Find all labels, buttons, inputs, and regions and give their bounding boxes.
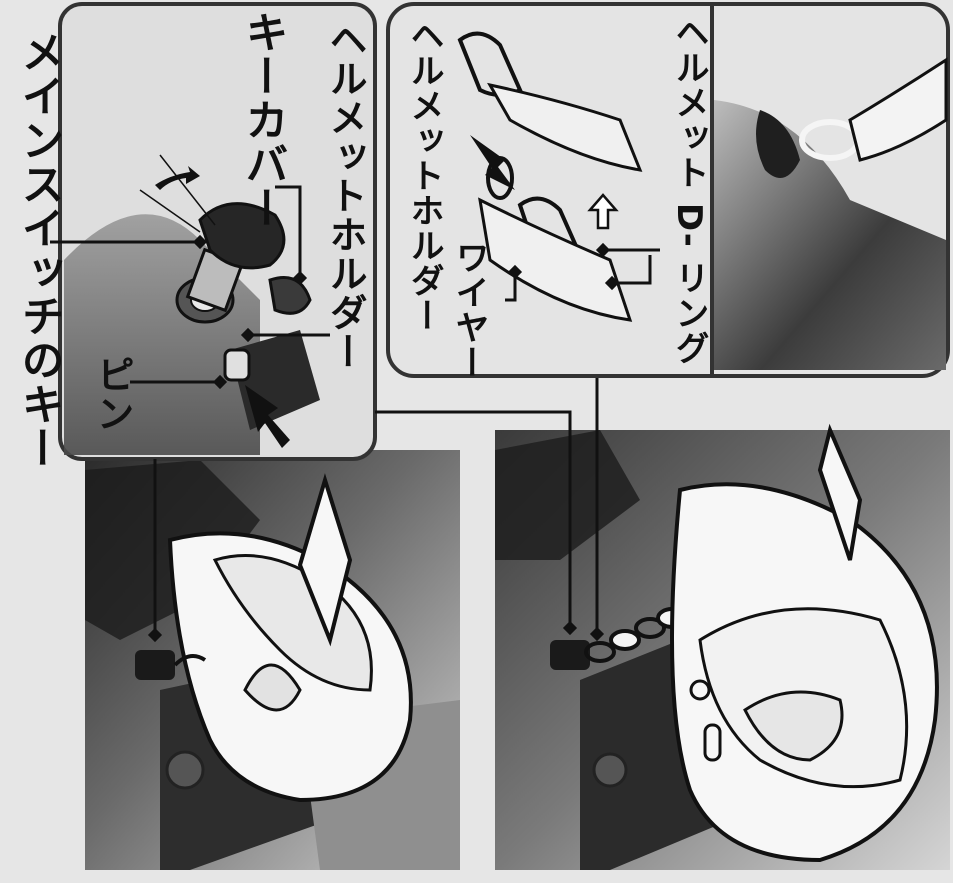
lower-left-scene [85,450,460,870]
helmet-holder-label-right: ヘルメットホルダー [400,18,449,333]
helmet-holder-label-left: ヘルメットホルダー [318,20,373,371]
key-cover-label: キーカバー [232,10,294,230]
pin-label: ピン [85,355,140,433]
helmet-d-ring-label: ヘルメット D- リング [665,15,714,366]
main-switch-key-label: メインスイッチのキー [8,30,70,470]
wire-label: ワイヤー [445,240,494,380]
lower-right-scene [495,430,950,870]
